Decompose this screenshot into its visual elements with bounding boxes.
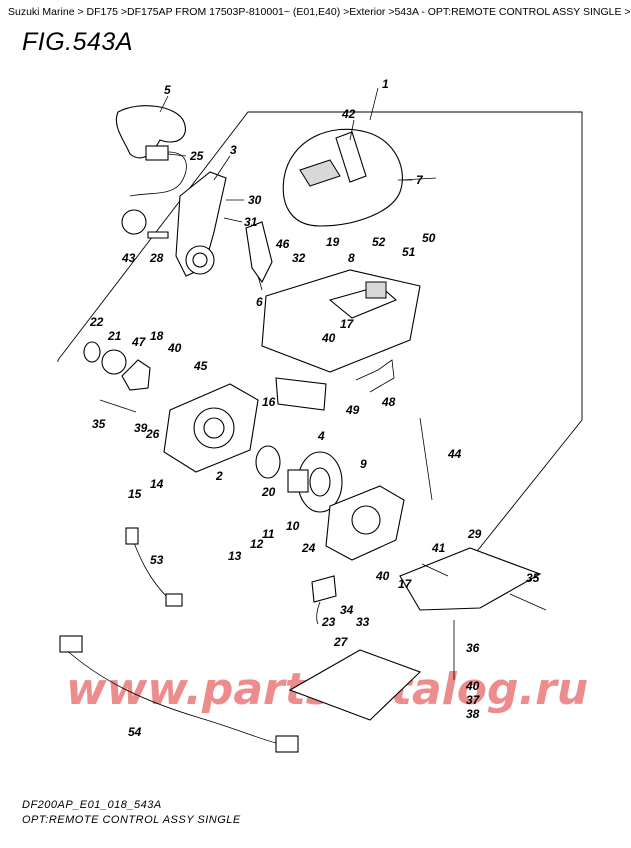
figure-caption: OPT:REMOTE CONTROL ASSY SINGLE — [22, 814, 241, 826]
callout: 50 — [422, 231, 436, 245]
callout: 41 — [431, 541, 446, 555]
callout: 15 — [128, 487, 142, 501]
ring-part — [83, 341, 101, 363]
callout: 20 — [261, 485, 276, 499]
callout: 25 — [189, 149, 204, 163]
lever-arm-part — [175, 171, 227, 277]
mount-plate-part — [399, 547, 542, 611]
callout: 4 — [317, 429, 325, 443]
washer-part — [121, 209, 147, 235]
control-body-part — [163, 383, 259, 473]
callout: 51 — [402, 245, 416, 259]
callout: 27 — [333, 635, 349, 649]
callout: 29 — [467, 527, 482, 541]
callout: 40 — [321, 331, 336, 345]
callout: 23 — [321, 615, 336, 629]
callout: 3 — [230, 143, 237, 157]
bolt-part — [147, 231, 169, 239]
callout: 21 — [107, 329, 122, 343]
callout: 53 — [150, 553, 164, 567]
callout: 54 — [128, 725, 142, 739]
callout: 2 — [215, 469, 223, 483]
callout: 44 — [447, 447, 462, 461]
bracket-part — [245, 221, 273, 284]
callout: 5 — [164, 83, 171, 97]
callout: 42 — [341, 107, 356, 121]
callout: 37 — [466, 693, 481, 707]
callout: 52 — [372, 235, 386, 249]
bolt35b-part — [99, 399, 137, 413]
callout: 24 — [301, 541, 316, 555]
spring-wire-part — [355, 359, 395, 393]
cushion-part — [275, 377, 327, 411]
callout: 35 — [526, 571, 540, 585]
callout: 8 — [348, 251, 355, 265]
callout: 17 — [340, 317, 355, 331]
long-harness-part — [63, 647, 281, 745]
callout: 40 — [375, 569, 390, 583]
callout: 1 — [382, 77, 389, 91]
callout: 43 — [121, 251, 136, 265]
handle-switch-part — [129, 145, 187, 197]
callout: 35 — [92, 417, 106, 431]
leader-lines — [159, 87, 437, 291]
cam-part — [121, 359, 151, 391]
harness-plug-part — [165, 593, 183, 607]
drawing-code: DF200AP_E01_018_543A — [22, 799, 162, 811]
callout: 19 — [326, 235, 340, 249]
long-harness-connector-b — [275, 735, 299, 753]
breadcrumb: Suzuki Marine > DF175 >DF175AP FROM 1750… — [8, 6, 631, 18]
callout: 12 — [250, 537, 264, 551]
callout: 36 — [466, 641, 480, 655]
callout: 13 — [228, 549, 242, 563]
harness-connector-part — [125, 527, 139, 545]
long-harness-connector-a — [59, 635, 83, 653]
gear-part — [287, 451, 343, 513]
callout: 38 — [466, 707, 480, 721]
callout: 49 — [345, 403, 360, 417]
callout: 45 — [193, 359, 208, 373]
callout: 39 — [134, 421, 148, 435]
exploded-parts-diagram: www.partskatalog.ru — [57, 77, 588, 753]
handle-grip-part — [115, 105, 186, 159]
bolt41-part — [421, 563, 449, 577]
callout: 32 — [292, 251, 306, 265]
bolt35-part — [509, 593, 547, 611]
housing-base-part — [261, 269, 421, 373]
callout: 18 — [150, 329, 164, 343]
callout: 7 — [416, 173, 424, 187]
callout: 31 — [244, 215, 258, 229]
gasket-part — [288, 649, 422, 721]
callout: 14 — [150, 477, 164, 491]
callout: 48 — [381, 395, 396, 409]
callout: 22 — [89, 315, 104, 329]
callout: 46 — [275, 237, 290, 251]
callout: 33 — [356, 615, 370, 629]
callout: 6 — [256, 295, 263, 309]
figure-title: FIG.543A — [22, 28, 133, 56]
callout: 26 — [145, 427, 160, 441]
callout: 47 — [131, 335, 147, 349]
neutral-switch-part — [311, 575, 337, 603]
callout: 28 — [149, 251, 164, 265]
callout-labels: 1 42 7 5 25 3 30 31 43 28 6 46 32 19 8 5… — [89, 77, 540, 739]
cover-part — [282, 128, 403, 227]
callout: 9 — [360, 457, 367, 471]
cable-tie-part — [419, 417, 433, 501]
callout: 30 — [248, 193, 262, 207]
callout: 40 — [167, 341, 182, 355]
collar-part — [255, 445, 281, 479]
callout: 34 — [340, 603, 354, 617]
callout: 11 — [262, 527, 275, 541]
callout: 16 — [262, 395, 276, 409]
callout: 40 — [465, 679, 480, 693]
callout: 10 — [286, 519, 300, 533]
seal-part — [101, 349, 127, 375]
callout: 17 — [398, 577, 413, 591]
throttle-body-part — [325, 485, 405, 561]
